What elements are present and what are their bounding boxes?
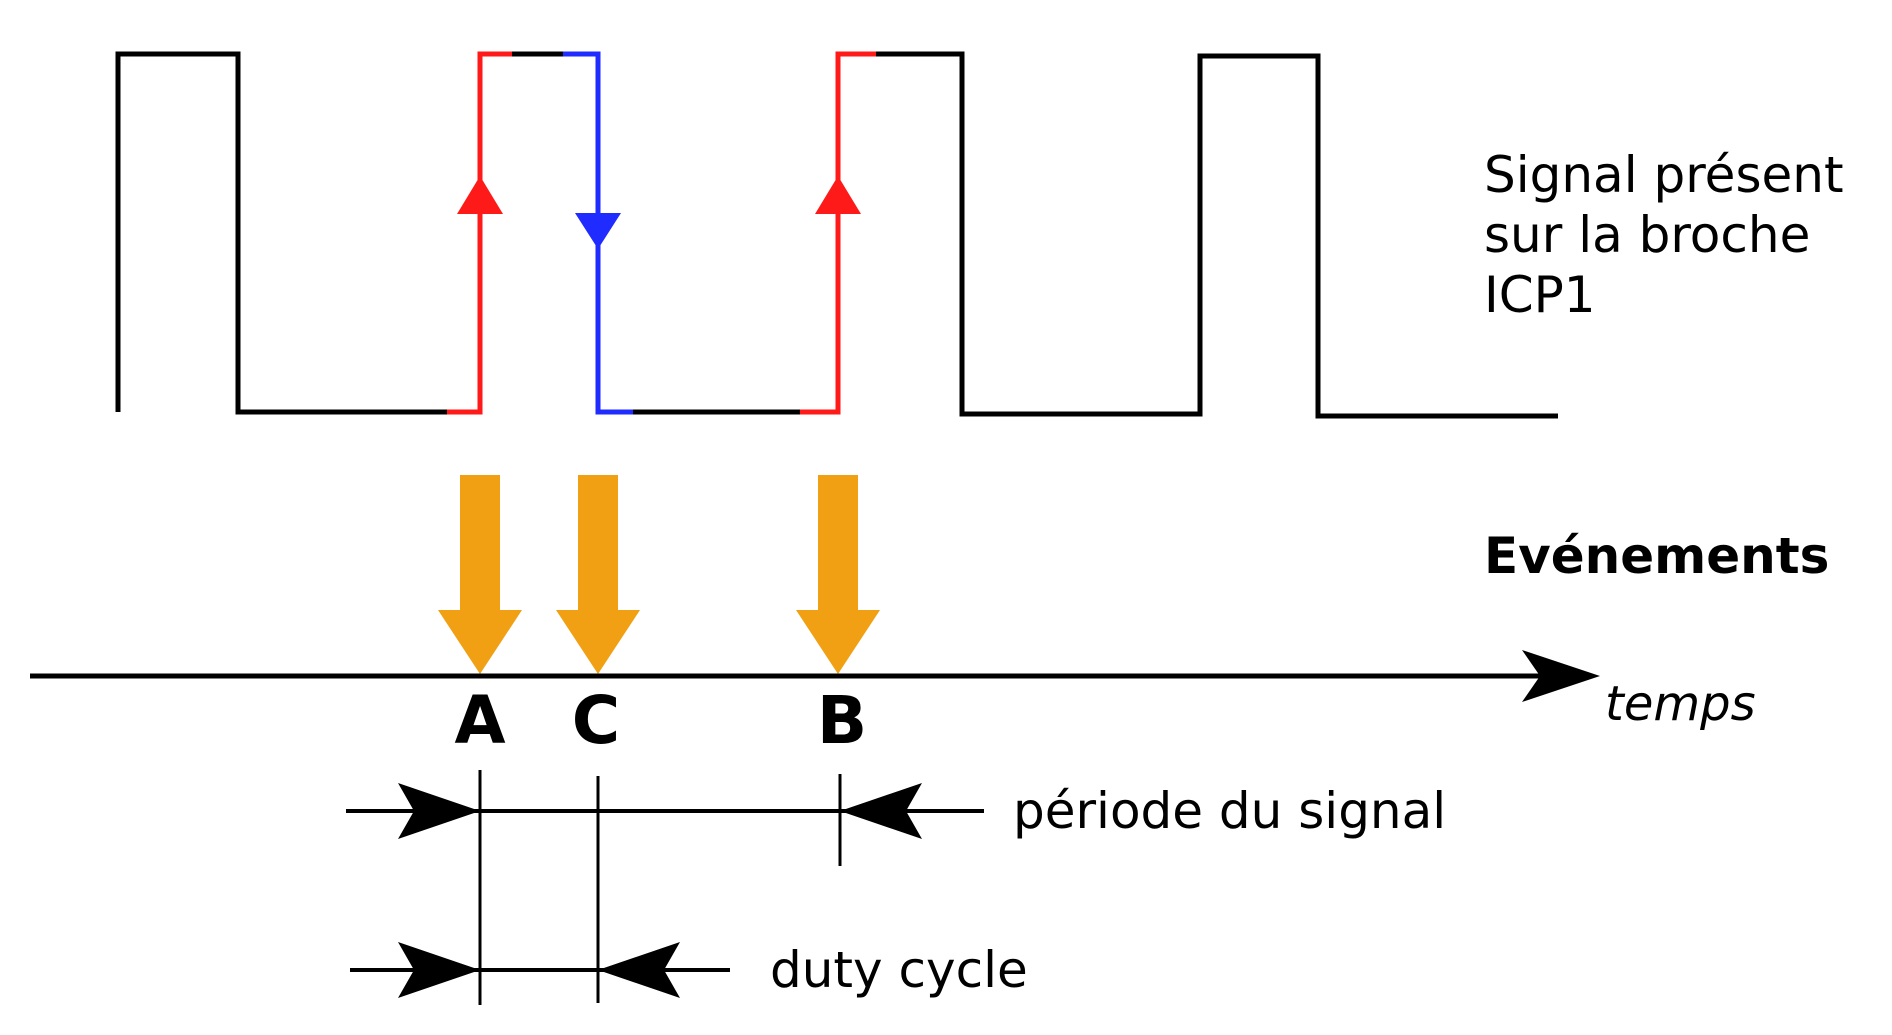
event-arrow-b <box>796 475 880 674</box>
event-arrow-a <box>438 475 522 674</box>
falling-edge-c-arrowhead <box>575 213 621 249</box>
event-arrow-c <box>556 475 640 674</box>
time-axis-label: temps <box>1605 676 1756 732</box>
period-measurement <box>346 783 984 839</box>
signal-label-line-1: Signal présent <box>1484 146 1844 204</box>
event-letter-c: C <box>572 682 620 759</box>
events-label: Evénements <box>1484 527 1829 585</box>
time-axis <box>30 650 1600 702</box>
signal-segment-1 <box>115 51 447 415</box>
rising-edge-a <box>447 51 512 415</box>
rising-edge-b <box>800 51 876 415</box>
event-letter-a: A <box>454 682 505 759</box>
signal-label: Signal présent sur la broche ICP1 <box>1484 146 1859 324</box>
duty-cycle-label: duty cycle <box>770 941 1028 999</box>
period-label: période du signal <box>1013 782 1446 840</box>
duty-cycle-arrow-right <box>598 942 680 998</box>
period-arrow-right <box>840 783 922 839</box>
duty-cycle-arrow-left <box>398 942 480 998</box>
square-wave-signal <box>115 51 1558 419</box>
signal-label-line-3: ICP1 <box>1484 266 1596 324</box>
rising-edge-b-arrowhead <box>815 176 861 214</box>
signal-segment-tail <box>876 51 1558 419</box>
rising-edge-a-arrowhead <box>457 176 503 214</box>
period-arrow-left <box>398 783 480 839</box>
time-axis-arrowhead <box>1522 650 1600 702</box>
signal-label-line-2: sur la broche <box>1484 206 1810 264</box>
event-arrows <box>438 475 880 674</box>
duty-cycle-measurement <box>350 942 730 998</box>
event-letter-b: B <box>817 682 867 759</box>
